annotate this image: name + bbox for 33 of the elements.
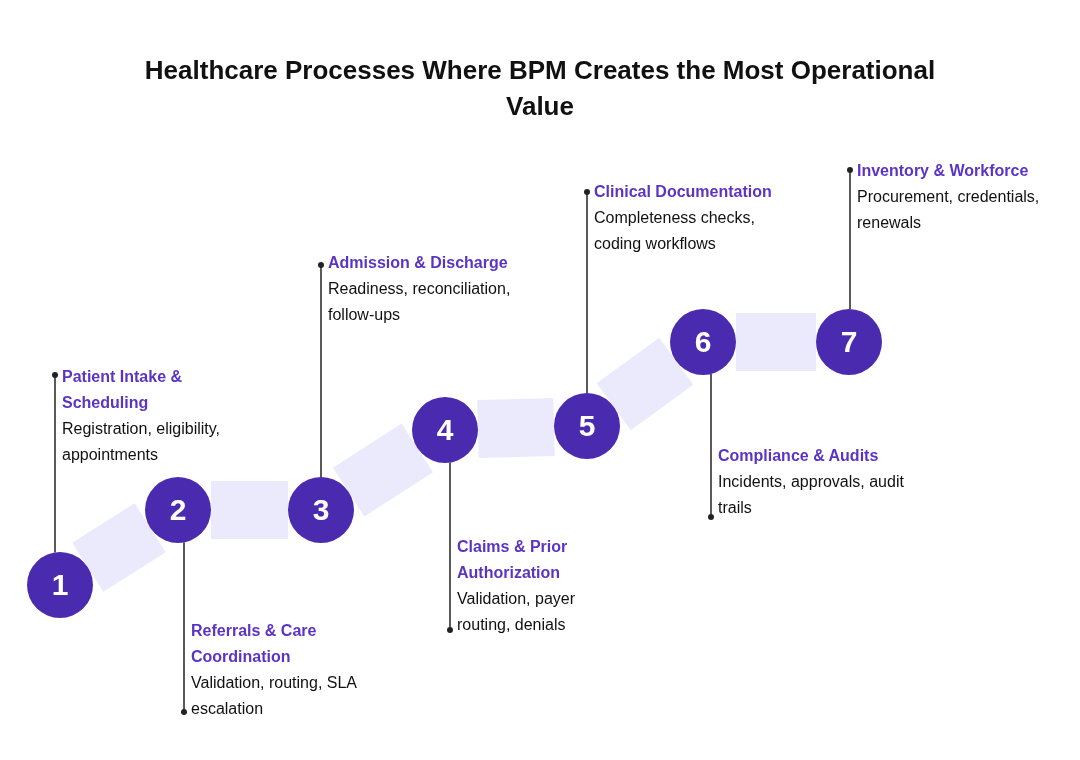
connector-band [333, 423, 433, 517]
step-circle: 2 [145, 477, 211, 543]
step-description: Completeness checks, coding workflows [594, 208, 756, 254]
connector-band [596, 337, 694, 431]
connector-band [736, 313, 816, 371]
step-description: Validation, routing, SLA escalation [191, 673, 358, 719]
title: Healthcare Processes Where BPM Creates the Most Operational Value [143, 54, 937, 123]
step-description: Validation, payer routing, denials [457, 589, 576, 635]
connector-band [72, 503, 166, 592]
step-heading: Admission & Discharge [328, 253, 509, 273]
step-heading: Compliance & Audits [718, 446, 880, 466]
leader-line [447, 461, 453, 633]
step-circle: 3 [288, 477, 354, 543]
step-description: Incidents, approvals, audit trails [718, 472, 905, 518]
step-heading: Inventory & Workforce [857, 161, 1030, 181]
step-heading: Referrals & Care Coordination [191, 621, 318, 667]
leader-line [181, 541, 187, 715]
leader-line [52, 372, 58, 554]
step-heading: Patient Intake & Scheduling [62, 367, 184, 413]
leader-line [847, 167, 853, 310]
step-circle: 4 [412, 397, 478, 463]
step-circle: 7 [816, 309, 882, 375]
leader-line [584, 189, 590, 394]
step-description: Registration, eligibility, appointments [62, 419, 221, 465]
step-circle: 5 [554, 393, 620, 459]
step-heading: Clinical Documentation [594, 182, 773, 202]
step-description: Readiness, reconciliation, follow-ups [328, 279, 512, 325]
step-circle: 1 [27, 552, 93, 618]
leader-line [318, 262, 324, 478]
step-description: Procurement, credentials, renewals [857, 187, 1041, 233]
step-heading: Claims & Prior Authorization [457, 537, 569, 583]
leader-line [708, 373, 714, 520]
step-circle: 6 [670, 309, 736, 375]
